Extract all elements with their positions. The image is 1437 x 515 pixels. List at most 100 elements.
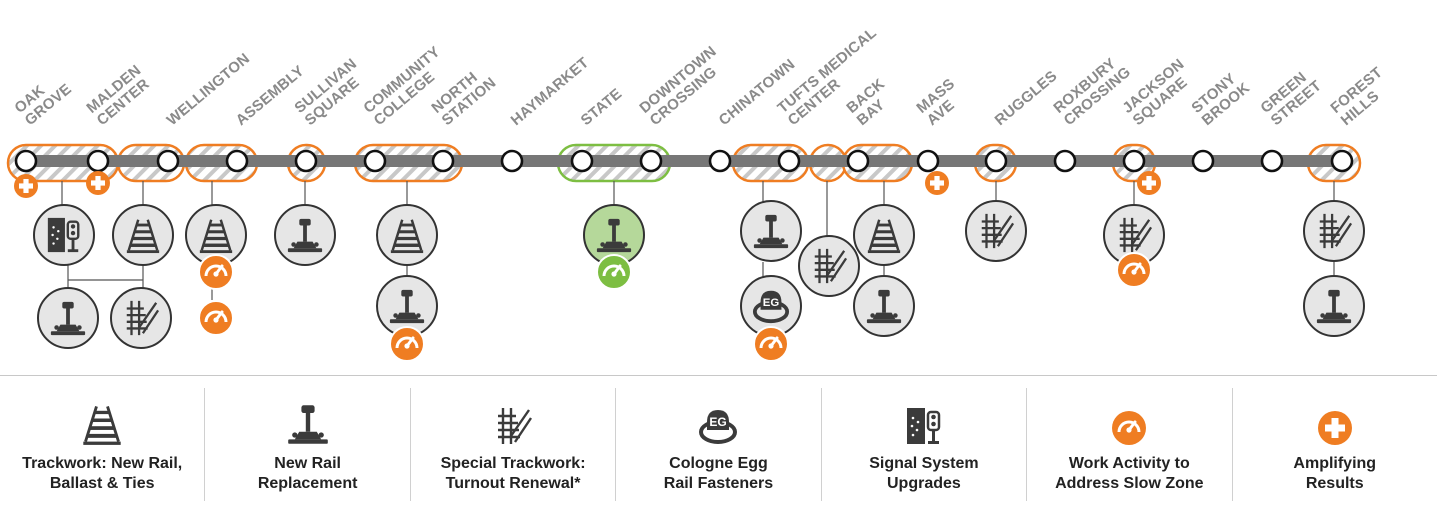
trackwork-icon xyxy=(80,388,124,446)
station-stop xyxy=(916,149,940,173)
legend-line2: Rail Fasteners xyxy=(663,475,774,492)
station-stop xyxy=(1260,149,1284,173)
station-stop xyxy=(156,149,180,173)
new-rail-icon xyxy=(853,275,915,337)
trackwork-icon xyxy=(376,204,438,266)
legend-label: Signal System Upgrades xyxy=(869,454,978,494)
plus-icon xyxy=(1317,388,1353,446)
station-stop xyxy=(1053,149,1077,173)
station-stops xyxy=(14,149,1354,173)
new-rail-icon xyxy=(1303,275,1365,337)
legend-line2: Address Slow Zone xyxy=(1055,475,1204,492)
legend-line1: Amplifying xyxy=(1293,455,1377,472)
station-stop xyxy=(708,149,732,173)
speedometer-icon xyxy=(753,326,789,362)
legend-line1: New Rail xyxy=(274,455,341,472)
speedometer-icon xyxy=(198,300,234,336)
legend-line2: Turnout Renewal* xyxy=(445,475,581,492)
legend-line2: Ballast & Ties xyxy=(49,475,155,492)
station-stop xyxy=(225,149,249,173)
station-stop xyxy=(639,149,663,173)
station-label-line: ASSEMBLY xyxy=(233,62,308,129)
station-stop xyxy=(14,149,38,173)
legend-label: Amplifying Results xyxy=(1293,454,1376,494)
signal-icon xyxy=(33,204,95,266)
legend-item-slow-zone: Work Activity to Address Slow Zone xyxy=(1027,388,1233,501)
speedometer-icon xyxy=(389,326,425,362)
station-stop xyxy=(363,149,387,173)
turnout-icon xyxy=(110,287,172,349)
cologne-egg-icon xyxy=(698,388,738,446)
legend-item-signal: Signal System Upgrades xyxy=(822,388,1028,501)
legend-line1: Work Activity to xyxy=(1068,455,1190,472)
legend-line1: Signal System xyxy=(869,455,979,472)
station-stop xyxy=(846,149,870,173)
legend-label: New Rail Replacement xyxy=(258,454,358,494)
turnout-icon xyxy=(1303,200,1365,262)
legend: Trackwork: New Rail, Ballast & Ties New … xyxy=(0,375,1437,515)
station-stop xyxy=(86,149,110,173)
legend-line2: Replacement xyxy=(257,475,358,492)
plus-icon xyxy=(86,171,110,195)
station-stop xyxy=(984,149,1008,173)
station-stop xyxy=(431,149,455,173)
plus-icon xyxy=(14,174,38,198)
station-stop xyxy=(1191,149,1215,173)
station-label: ASSEMBLY xyxy=(233,62,308,129)
trackwork-icon xyxy=(853,204,915,266)
plus-icon xyxy=(925,171,949,195)
new-rail-icon xyxy=(274,204,336,266)
legend-line1: Trackwork: New Rail, xyxy=(22,455,183,472)
station-stop xyxy=(1330,149,1354,173)
new-rail-icon xyxy=(740,200,802,262)
station-label: STATE xyxy=(578,85,626,129)
track-line xyxy=(26,155,1342,167)
orange-line-diagram: EG OAKGROVEMALDENCENTERWELLINGTONASSEMBL… xyxy=(6,24,1386,362)
legend-item-cologne-egg: Cologne Egg Rail Fasteners xyxy=(616,388,822,501)
legend-label: Trackwork: New Rail, Ballast & Ties xyxy=(22,454,182,494)
legend-line2: Results xyxy=(1305,475,1364,492)
legend-label: Cologne Egg Rail Fasteners xyxy=(664,454,773,494)
legend-item-new-rail: New Rail Replacement xyxy=(205,388,411,501)
station-stop xyxy=(777,149,801,173)
signal-icon xyxy=(904,388,944,446)
orange-line-track xyxy=(26,155,1342,167)
turnout-icon xyxy=(965,200,1027,262)
station-stop xyxy=(500,149,524,173)
legend-line2: Upgrades xyxy=(886,475,961,492)
trackwork-icon xyxy=(112,204,174,266)
speedometer-icon xyxy=(596,254,632,290)
legend-item-trackwork: Trackwork: New Rail, Ballast & Ties xyxy=(0,388,206,501)
station-stop xyxy=(294,149,318,173)
new-rail-icon xyxy=(286,388,330,446)
speedometer-icon xyxy=(1116,252,1152,288)
station-stop xyxy=(570,149,594,173)
work-icons xyxy=(14,171,1365,362)
new-rail-icon xyxy=(37,287,99,349)
legend-line1: Cologne Egg xyxy=(669,455,768,472)
legend-item-special-trackwork: Special Trackwork: Turnout Renewal* xyxy=(411,388,617,501)
turnout-icon xyxy=(798,235,860,297)
plus-icon xyxy=(1137,171,1161,195)
turnout-icon xyxy=(493,388,533,446)
station-label-line: STATE xyxy=(578,85,626,129)
station-label-line: RUGGLES xyxy=(992,67,1061,129)
legend-label: Work Activity to Address Slow Zone xyxy=(1055,454,1203,494)
speedometer-icon xyxy=(198,254,234,290)
speedometer-icon xyxy=(1111,388,1147,446)
legend-label: Special Trackwork: Turnout Renewal* xyxy=(441,454,586,494)
station-stop xyxy=(1122,149,1146,173)
legend-line1: Special Trackwork: xyxy=(440,455,586,472)
